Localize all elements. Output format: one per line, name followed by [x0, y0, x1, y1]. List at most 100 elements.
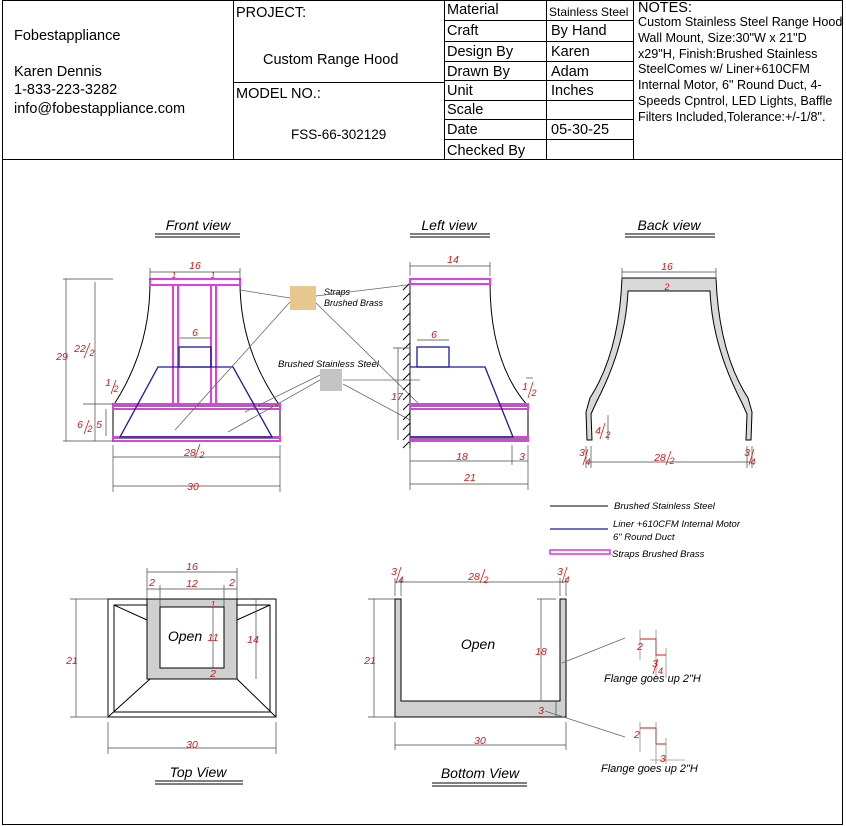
dim-top-width: 30 — [186, 739, 198, 751]
dim-front-width: 30 — [187, 481, 199, 493]
left-liner — [410, 346, 514, 438]
project-label: PROJECT: — [236, 5, 307, 21]
field-label-craft: Craft — [447, 23, 479, 39]
dim-left-depth: 21 — [463, 472, 476, 484]
front-fraction-slashes — [83, 342, 201, 459]
flange-detail-2: 2 3 Flange goes up 2"H — [601, 722, 698, 775]
left-wall-hatch — [402, 281, 411, 449]
left-flare-slash — [527, 381, 534, 399]
contact-email: info@fobestappliance.com — [14, 100, 186, 117]
dim-back-band: 2 — [663, 282, 669, 292]
field-value-unit: Inches — [551, 83, 594, 99]
flange1-dim-b-frac: 4 — [658, 666, 663, 676]
dim-front-flare: 1 — [105, 377, 111, 389]
dim-top-depth: 21 — [65, 655, 78, 667]
front-straps — [112, 278, 281, 442]
flange-leaders — [544, 637, 626, 738]
dim-top-band: 2 — [209, 668, 216, 680]
field-label-date: Date — [447, 122, 478, 138]
back-dimensions — [585, 268, 753, 468]
left-view: 14 6 17 1 2 18 3 21 — [391, 254, 537, 490]
steel-swatch — [320, 369, 342, 391]
dim-top-bottom-gap: 1 — [211, 599, 216, 609]
field-value-material: Stainless Steel — [549, 5, 629, 19]
brass-swatch — [290, 286, 316, 310]
dim-front-base-frac: 2 — [198, 450, 204, 460]
field-label-scale: Scale — [447, 102, 484, 118]
legend-steel-label: Brushed Stainless Steel — [614, 501, 716, 512]
bottom-shell — [394, 598, 567, 718]
field-value-drawn-by: Adam — [551, 64, 589, 80]
legend-strap-label: Straps Brushed Brass — [612, 549, 705, 560]
bottom-dimension-labels: 3 4 28 2 3 4 21 18 3 30 — [363, 566, 569, 747]
dim-back-base-frac: 2 — [668, 456, 674, 466]
front-liner — [118, 346, 274, 438]
dim-bottom-right-edge: 3 — [557, 566, 563, 578]
company-info: Fobestappliance Karen Dennis 1-833-223-3… — [14, 27, 185, 118]
dim-left-flare: 1 — [522, 381, 528, 393]
flange2-label: Flange goes up 2"H — [601, 763, 698, 775]
field-value-date: 05-30-25 — [551, 122, 610, 138]
dim-left-3: 3 — [519, 451, 525, 463]
dim-top-right-gap: 2 — [228, 577, 235, 589]
flange2-dim-a: 2 — [633, 729, 640, 741]
dim-back-top: 16 — [661, 261, 673, 273]
top-open-label: Open — [168, 628, 202, 644]
notes-title: NOTES: — [638, 0, 692, 16]
dim-back-edge-l: 3 — [579, 447, 585, 459]
bottom-view-title: Bottom View — [441, 765, 520, 781]
bottom-view: Open 3 4 28 2 3 4 21 18 3 30 — [363, 566, 626, 750]
company-name: Fobestappliance — [14, 28, 121, 44]
top-outline — [107, 598, 277, 718]
legend-strap-line — [549, 549, 611, 555]
flange1-dim-a: 2 — [636, 641, 643, 653]
back-fraction-slashes — [582, 422, 755, 466]
dim-front-base: 28 — [183, 447, 196, 459]
dim-front-height: 29 — [55, 351, 68, 363]
back-dimension-labels: 16 2 4 2 3 4 28 2 3 4 — [579, 261, 755, 467]
top-collar — [146, 598, 238, 680]
dim-bottom-left-frac: 4 — [398, 575, 403, 585]
legend-liner-label: Liner +610CFM Internal Motor — [613, 519, 741, 530]
dim-back-edge-r: 3 — [744, 447, 750, 459]
dim-bottom-inner: 28 — [467, 571, 480, 583]
project-value: Custom Range Hood — [263, 52, 399, 68]
flange-detail-1: 2 3 4 Flange goes up 2"H — [604, 630, 701, 685]
flange2-dim-b: 3 — [660, 753, 666, 765]
dim-left-17: 17 — [391, 391, 404, 403]
left-body-outline — [409, 281, 529, 440]
model-value: FSS-66-302129 — [291, 127, 387, 142]
left-dimension-labels: 14 6 17 1 2 18 3 21 — [391, 254, 536, 484]
callout-steel: Brushed Stainless Steel — [278, 359, 380, 370]
field-value-design-by: Karen — [551, 44, 590, 60]
top-view-title: Top View — [170, 764, 228, 780]
left-view-title: Left view — [421, 217, 477, 233]
model-label: MODEL NO.: — [236, 86, 321, 102]
dim-left-top: 14 — [447, 254, 459, 266]
callout-brass: Brushed Brass — [324, 298, 384, 308]
left-straps — [409, 278, 529, 442]
dim-back-edge-l-frac: 4 — [585, 457, 590, 467]
left-dimensions — [393, 262, 533, 490]
dim-front-strap-l: 1 — [172, 271, 176, 280]
top-dimensions — [70, 568, 277, 754]
bottom-open-label: Open — [461, 636, 495, 652]
field-value-craft: By Hand — [551, 23, 607, 39]
field-label-material: Material — [447, 2, 499, 18]
back-view-title: Back view — [637, 217, 701, 233]
dim-front-band5: 5 — [96, 419, 102, 431]
dim-front-strap-r: 1 — [211, 271, 215, 280]
dim-back-edge-r-frac: 4 — [750, 457, 755, 467]
back-view: 16 2 4 2 3 4 28 2 3 4 — [579, 261, 756, 468]
dim-bottom-depth: 21 — [363, 655, 376, 667]
dim-bottom-side: 18 — [535, 646, 547, 658]
flange1-dim-b: 3 — [652, 658, 658, 670]
field-label-unit: Unit — [447, 83, 473, 99]
dim-bottom-inner-frac: 2 — [482, 575, 488, 585]
bottom-fraction-slashes — [395, 566, 568, 584]
dim-top-duct-h: 14 — [247, 634, 259, 646]
front-view: 16 1 1 6 29 22 2 1 2 6 2 5 28 2 30 — [55, 260, 321, 493]
dim-left-duct: 6 — [431, 329, 437, 341]
